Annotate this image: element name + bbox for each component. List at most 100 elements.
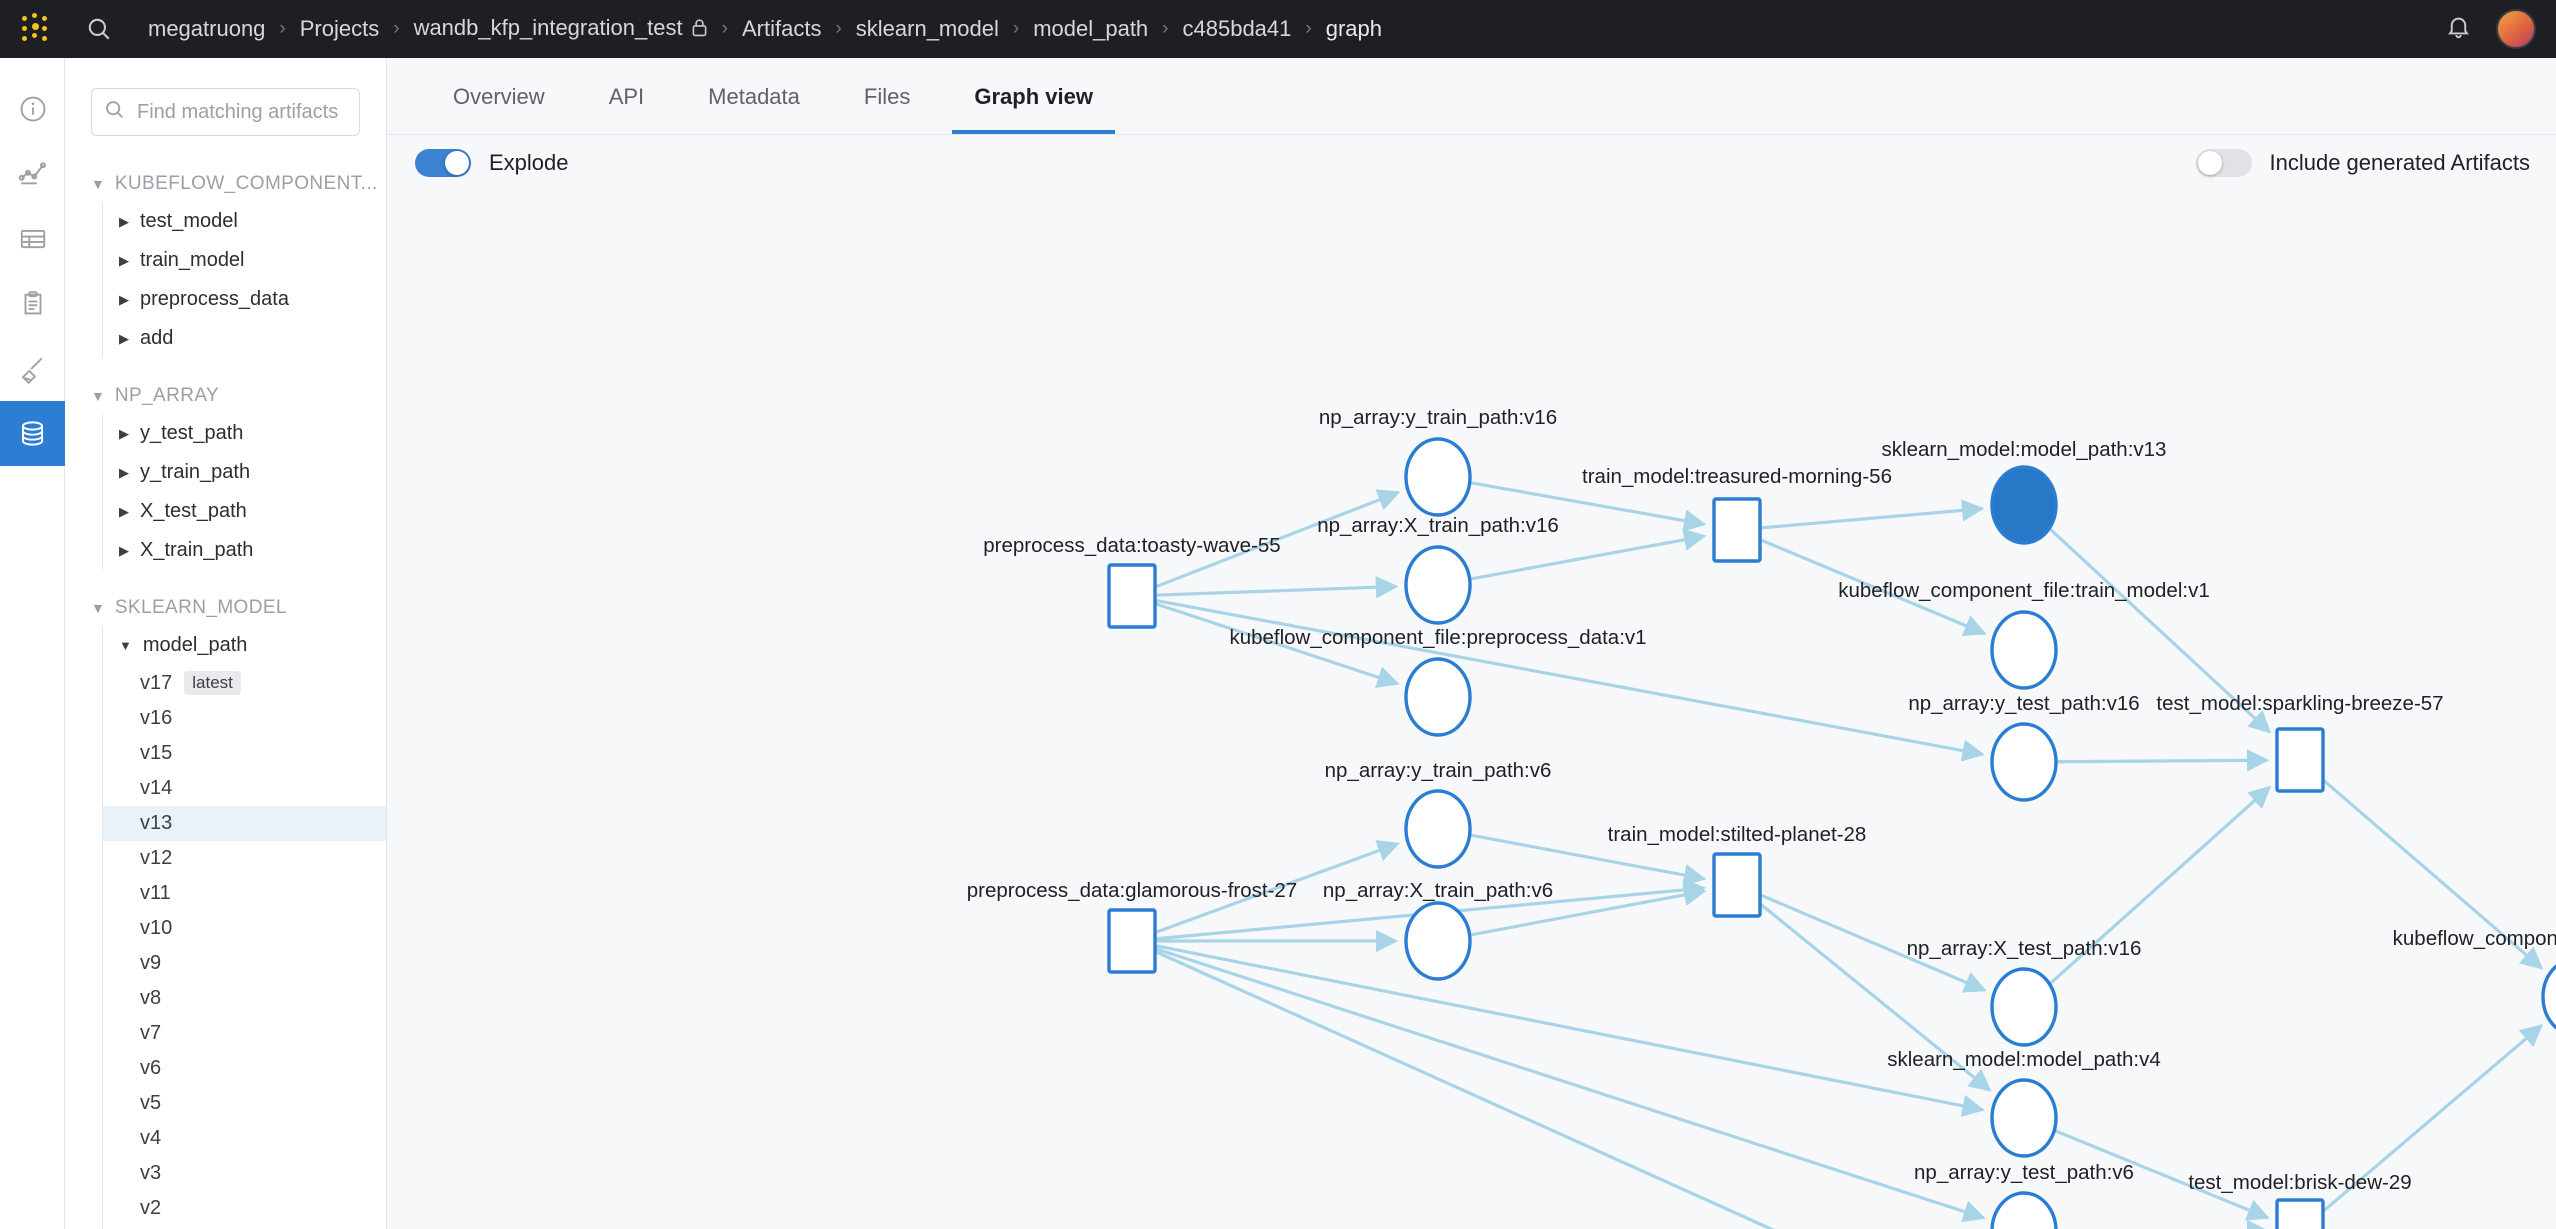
graph-node-sm4[interactable] [1990, 1078, 2058, 1158]
table-icon[interactable] [0, 206, 65, 271]
dag-graph[interactable]: preprocess_data:toasty-wave-55np_array:y… [387, 197, 2556, 1229]
artifact-version-list: v17 latest v16 v15 v14 v13 v12 v11 v10 v… [102, 665, 386, 1229]
version-row-v13[interactable]: v13 [103, 806, 386, 841]
version-label: v17 [140, 671, 173, 694]
sidebar-group-kubeflow-component-file[interactable]: ▼ KUBEFLOW_COMPONENT... [65, 166, 386, 202]
graph-node-sm13[interactable] [1990, 465, 2058, 545]
version-row-v17[interactable]: v17 latest [103, 665, 386, 701]
version-label: v11 [140, 882, 171, 904]
breadcrumb-item-entity[interactable]: megatruong [148, 16, 266, 41]
chevron-right-icon: ▶ [119, 543, 129, 558]
version-row-v8[interactable]: v8 [103, 981, 386, 1016]
graph-nodes[interactable] [1107, 437, 2556, 1229]
tab-api[interactable]: API [608, 84, 645, 109]
breadcrumb-item-graph[interactable]: graph [1325, 16, 1382, 41]
sidebar-item-label: test_model [140, 210, 238, 232]
version-row-v12[interactable]: v12 [103, 841, 386, 876]
graph-node-pd27[interactable] [1107, 908, 1157, 974]
sidebar-item-model_path[interactable]: ▼ model_path [103, 626, 386, 665]
version-row-v16[interactable]: v16 [103, 701, 386, 736]
explode-label: Explode [489, 150, 569, 175]
tab-metadata[interactable]: Metadata [708, 84, 800, 109]
graph-node-xtr6[interactable] [1404, 901, 1472, 981]
graph-node-label: kubeflow_component_file:train_model:v1 [1838, 579, 2210, 602]
graph-node-label: np_array:X_train_path:v6 [1323, 879, 1553, 902]
sidebar-item-y_train_path[interactable]: ▶ y_train_path [103, 453, 386, 492]
graph-node-ytr16[interactable] [1404, 437, 1472, 517]
breadcrumb-separator: › [393, 18, 400, 39]
include-generated-artifacts-toggle[interactable] [2195, 149, 2252, 177]
breadcrumb-item-artifacts[interactable]: Artifacts [741, 16, 822, 41]
version-row-v4[interactable]: v4 [103, 1121, 386, 1156]
graph-controls: Explode Include generated Artifacts [387, 135, 2556, 197]
breadcrumb-separator: › [1162, 18, 1169, 39]
graph-node-label: test_model:brisk-dew-29 [2188, 1171, 2411, 1194]
graph-node-bd29[interactable] [2275, 1198, 2325, 1229]
version-row-v6[interactable]: v6 [103, 1051, 386, 1086]
graph-node-sb57[interactable] [2275, 727, 2325, 793]
search-icon[interactable] [76, 6, 122, 52]
version-row-v14[interactable]: v14 [103, 771, 386, 806]
graph-edge [1759, 499, 1985, 530]
graph-node-label: np_array:X_test_path:v16 [1907, 937, 2142, 960]
graph-node-kcfpd1[interactable] [1404, 657, 1472, 737]
sidebar-item-add[interactable]: ▶ add [103, 319, 386, 358]
version-row-v3[interactable]: v3 [103, 1156, 386, 1191]
graph-node-yte6[interactable] [1990, 1191, 2058, 1229]
graph-edge [1758, 902, 1992, 1092]
clipboard-icon[interactable] [0, 271, 65, 336]
sidebar-group-sklearn-model[interactable]: ▼ SKLEARN_MODEL [65, 590, 386, 626]
version-row-v10[interactable]: v10 [103, 911, 386, 946]
graph-node-yte16[interactable] [1990, 722, 2058, 802]
sidebar-item-y_test_path[interactable]: ▶ y_test_path [103, 414, 386, 453]
apps-grid-icon[interactable] [20, 12, 54, 46]
version-row-v7[interactable]: v7 [103, 1016, 386, 1051]
graph-node-xtr16[interactable] [1404, 545, 1472, 625]
graph-edge [1154, 602, 1400, 689]
version-row-v11[interactable]: v11 [103, 876, 386, 911]
sidebar-item-label: model_path [142, 634, 248, 656]
sidebar-item-X_test_path[interactable]: ▶ X_test_path [103, 492, 386, 531]
breadcrumb-item-project[interactable]: wandb_kfp_integration_test [400, 15, 722, 43]
sidebar-item-preprocess_data[interactable]: ▶ preprocess_data [103, 280, 386, 319]
breadcrumb-item-artifact-id[interactable]: c485bda41 [1182, 16, 1292, 41]
graph-node-sp28[interactable] [1712, 852, 1762, 918]
version-label: v3 [140, 1162, 162, 1184]
explode-toggle[interactable] [415, 149, 471, 177]
notifications-bell-icon[interactable] [2445, 13, 2472, 45]
graph-edge [1154, 949, 1775, 1229]
sidebar-item-train_model[interactable]: ▶ train_model [103, 241, 386, 280]
avatar[interactable] [2496, 9, 2536, 49]
graph-node-label: test_model:sparkling-breeze-57 [2156, 692, 2443, 715]
sidebar-item-X_train_path[interactable]: ▶ X_train_path [103, 531, 386, 570]
info-icon[interactable] [0, 76, 65, 141]
breadcrumb-item-projects[interactable]: Projects [299, 16, 380, 41]
database-icon[interactable] [0, 401, 65, 466]
version-row-v15[interactable]: v15 [103, 736, 386, 771]
graph-node-kcftr1[interactable] [1990, 610, 2058, 690]
graph-node-ytr6[interactable] [1404, 789, 1472, 869]
chart-line-icon[interactable] [0, 141, 65, 206]
artifact-search-box[interactable] [91, 88, 360, 136]
chevron-right-icon: ▶ [119, 426, 129, 441]
sidebar-item-test_model[interactable]: ▶ test_model [103, 202, 386, 241]
graph-node-label: train_model:stilted-planet-28 [1608, 823, 1867, 846]
graph-edge [1469, 883, 1707, 937]
graph-node-xte16[interactable] [1990, 967, 2058, 1047]
include-generated-artifacts-label: Include generated Artifacts [2269, 150, 2531, 175]
sidebar-group-np-array[interactable]: ▼ NP_ARRAY [65, 378, 386, 414]
tab-files[interactable]: Files [863, 84, 911, 109]
search-input[interactable] [135, 99, 347, 125]
tab-overview[interactable]: Overview [453, 84, 545, 109]
graph-node-tm56[interactable] [1712, 497, 1762, 563]
broom-icon[interactable] [0, 336, 65, 401]
graph-node-pd55[interactable] [1107, 563, 1157, 629]
graph-node-kcfte1[interactable] [2541, 959, 2556, 1035]
breadcrumb-item-artifact-name[interactable]: model_path [1033, 16, 1149, 41]
version-row-v2[interactable]: v2 [103, 1191, 386, 1226]
breadcrumb-item-artifact-type[interactable]: sklearn_model [855, 16, 999, 41]
version-row-v5[interactable]: v5 [103, 1086, 386, 1121]
tab-graph-view[interactable]: Graph view [952, 84, 1115, 134]
version-row-v9[interactable]: v9 [103, 946, 386, 981]
